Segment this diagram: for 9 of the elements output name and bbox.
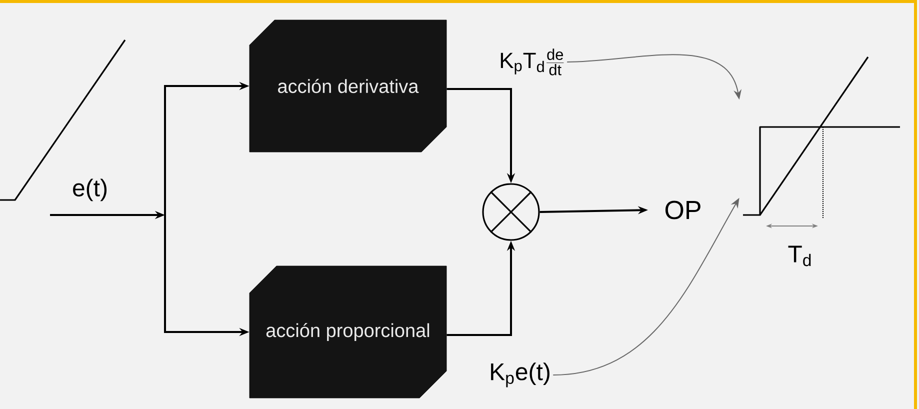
edge-label: e(t)	[73, 178, 107, 202]
signal-label: K$_{p}$e(t)	[491, 362, 550, 388]
dimension-label: T$_{d}$	[788, 246, 811, 266]
multiplier-circle	[482, 183, 540, 241]
process-box: acción proporcional	[249, 266, 447, 398]
process-box: acción derivativa	[249, 20, 447, 152]
signal-label: $\mathrm{K_{p}T_{d}}\frac{\mathrm{de}}{\mathrm{dt}}$	[500, 48, 564, 76]
output-label: OP	[665, 200, 700, 220]
output-graph-drawing	[743, 56, 900, 216]
